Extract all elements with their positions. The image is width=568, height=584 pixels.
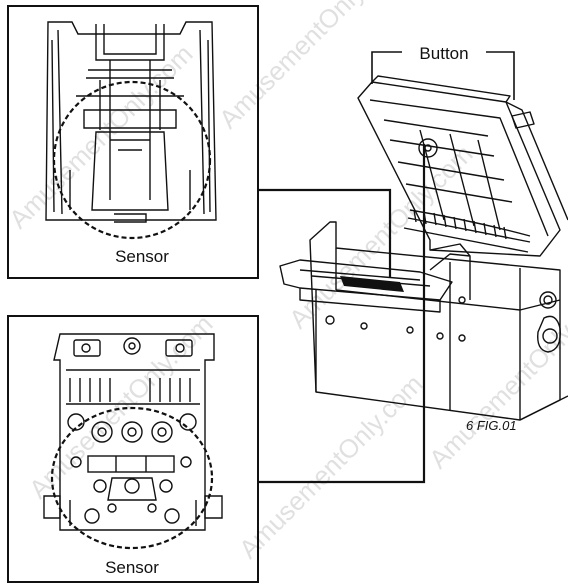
lid-assembly [357, 81, 561, 257]
front-tray [279, 259, 453, 301]
figure-caption: 6 FIG.01 [466, 418, 517, 433]
callout-line-top [258, 188, 392, 278]
button-callout [371, 51, 515, 100]
watermark-layer: AmusementOnly.com AmusementOnly.com Amus… [3, 0, 568, 564]
watermark-text: AmusementOnly.com [213, 0, 409, 134]
sensor-label-bottom: Sensor [105, 558, 159, 577]
button-label: Button [419, 44, 468, 63]
bottom-inset-frame [7, 315, 259, 583]
sensor-highlight-circle-bottom [50, 406, 214, 550]
unit-body [309, 221, 561, 421]
callout-line-bottom [258, 144, 426, 484]
top-inset-frame [7, 5, 259, 279]
sensor-label-top: Sensor [115, 247, 169, 266]
watermark-text: AmusementOnly.com [3, 39, 199, 235]
top-inset: Sensor [7, 5, 259, 279]
bottom-inset: Sensor [7, 315, 259, 583]
watermark-text: AmusementOnly.com [23, 309, 219, 505]
callout-lines [258, 144, 426, 484]
sensor-highlight-circle-top [52, 80, 212, 240]
watermark-text: AmusementOnly.com [233, 369, 429, 565]
